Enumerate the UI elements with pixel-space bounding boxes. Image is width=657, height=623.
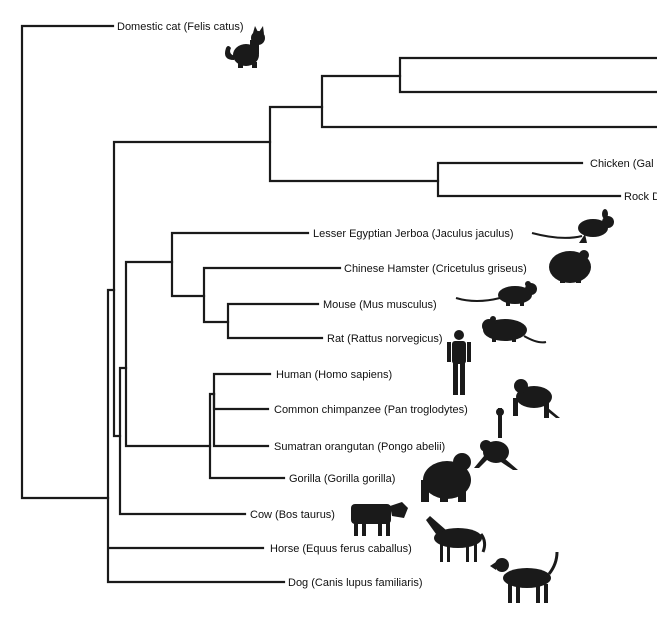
branch-bird-upper	[320, 74, 657, 129]
label-human: Human (Homo sapiens)	[276, 369, 392, 381]
chimpanzee-icon	[513, 379, 560, 418]
branch-mouse-rat	[226, 302, 324, 340]
gorilla-icon	[421, 453, 471, 502]
label-domestic-cat: Domestic cat (Felis catus)	[117, 21, 244, 33]
branch-node-d	[124, 260, 212, 448]
branch-node-c	[118, 366, 247, 516]
branch-primates	[208, 392, 286, 480]
label-rock: Rock D	[624, 191, 657, 203]
label-horse: Horse (Equus ferus caballus)	[270, 543, 412, 555]
branch-rodents	[170, 231, 310, 298]
hamster-icon	[549, 250, 591, 283]
label-sumatran-orangutan: Sumatran orangutan (Pongo abelii)	[274, 441, 445, 453]
label-dog: Dog (Canis lupus familiaris)	[288, 577, 423, 589]
dog-icon	[490, 551, 559, 603]
label-common-chimpanzee: Common chimpanzee (Pan troglodytes)	[274, 404, 468, 416]
branch-primates-sub	[212, 392, 270, 448]
animal-silhouettes	[225, 26, 614, 603]
branch-node-b	[112, 140, 272, 438]
label-cow: Cow (Bos taurus)	[250, 509, 335, 521]
branch-chicken-rock	[436, 161, 622, 198]
rat-icon	[482, 316, 547, 344]
branch-human-chimp	[212, 372, 272, 411]
branch-bird-top	[398, 56, 657, 94]
label-jerboa: Lesser Egyptian Jerboa (Jaculus jaculus)	[313, 228, 514, 240]
tree-branches	[20, 24, 657, 584]
horse-icon	[426, 516, 487, 562]
mouse-icon	[455, 281, 537, 306]
label-rat: Rat (Rattus norvegicus)	[327, 333, 443, 345]
label-mouse: Mouse (Mus musculus)	[323, 299, 437, 311]
branch-root	[20, 24, 115, 500]
taxon-labels: Domestic cat (Felis catus) Chicken (Gal …	[117, 21, 657, 589]
human-icon	[447, 330, 471, 395]
cow-icon	[351, 502, 408, 536]
cat-icon	[225, 26, 265, 68]
jerboa-icon	[531, 209, 614, 243]
branch-node-a	[106, 288, 286, 584]
label-gorilla: Gorilla (Gorilla gorilla)	[289, 473, 395, 485]
label-chinese-hamster: Chinese Hamster (Cricetulus griseus)	[344, 263, 527, 275]
branch-rodents-sub	[202, 266, 342, 324]
orangutan-icon	[474, 408, 518, 470]
label-chicken: Chicken (Gal	[590, 158, 654, 170]
branch-bird-clade	[268, 105, 440, 183]
